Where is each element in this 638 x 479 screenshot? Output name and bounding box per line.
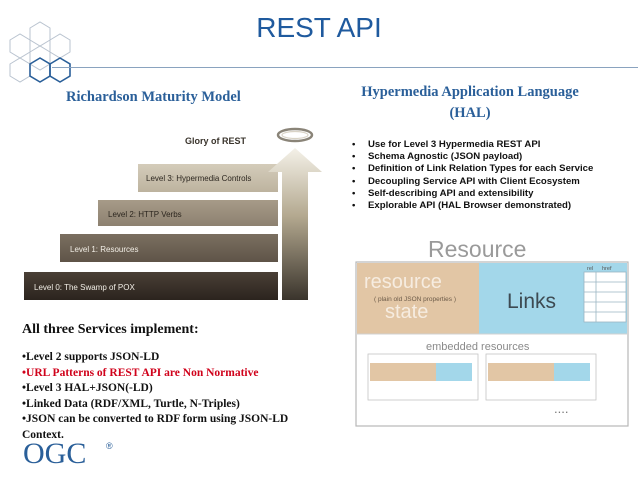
maturity-staircase: Level 0: The Swamp of POX Level 1: Resou… xyxy=(24,127,322,300)
hal-heading: Hypermedia Application Language (HAL) xyxy=(335,82,605,124)
step-level-3: Level 3: Hypermedia Controls xyxy=(138,164,278,192)
summary-line: •JSON can be converted to RDF form using… xyxy=(22,413,289,425)
resource-label: Resource xyxy=(428,236,526,262)
summary-panel: All three Services implement: •Level 2 s… xyxy=(22,322,332,443)
summary-heading: All three Services implement: xyxy=(22,322,199,337)
ogc-logo: OGC xyxy=(23,437,87,470)
list-item: Self-describing API and extensibility xyxy=(350,188,593,200)
list-item: Decoupling Service API with Client Ecosy… xyxy=(350,176,593,188)
summary-line: Context. xyxy=(22,428,64,441)
glory-label: Glory of REST xyxy=(185,136,247,146)
summary-line: •URL Patterns of REST API are Non Normat… xyxy=(22,366,259,379)
list-item: Schema Agnostic (JSON payload) xyxy=(350,151,593,163)
title-divider xyxy=(52,67,638,68)
summary-line: •Linked Data (RDF/XML, Turtle, N-Triples… xyxy=(22,397,240,410)
ellipsis: .... xyxy=(554,401,568,416)
level-2-label: Level 2: HTTP Verbs xyxy=(108,210,182,219)
embedded-resource-1 xyxy=(367,353,479,401)
href-label: href xyxy=(602,266,612,272)
links-label: Links xyxy=(507,290,556,313)
state-word1: resource xyxy=(364,271,442,293)
list-item: Use for Level 3 Hypermedia REST API xyxy=(350,139,593,151)
registered-mark: ® xyxy=(106,441,113,451)
list-item: Definition of Link Relation Types for ea… xyxy=(350,163,593,175)
step-level-1: Level 1: Resources xyxy=(60,234,278,262)
slide-title: REST API xyxy=(256,12,382,43)
level-1-label: Level 1: Resources xyxy=(70,245,138,254)
hal-resource-diagram: Resource resource state ( plain old JSON… xyxy=(355,236,629,427)
links-table xyxy=(583,271,627,323)
step-level-2: Level 2: HTTP Verbs xyxy=(98,200,278,226)
halo-ring xyxy=(276,127,314,143)
summary-lines: •Level 2 supports JSON-LD •URL Patterns o… xyxy=(22,350,332,443)
embedded-label: embedded resources xyxy=(426,341,530,353)
hexagon-decoration xyxy=(9,21,71,83)
hal-heading-line1: Hypermedia Application Language xyxy=(361,84,579,100)
summary-line: •Level 2 supports JSON-LD xyxy=(22,351,160,363)
level-3-label: Level 3: Hypermedia Controls xyxy=(146,174,251,183)
list-item: Explorable API (HAL Browser demonstrated… xyxy=(350,200,593,212)
up-arrow xyxy=(268,148,322,300)
hal-heading-line2: (HAL) xyxy=(449,105,491,121)
hal-bullet-list: Use for Level 3 Hypermedia REST API Sche… xyxy=(350,139,593,212)
level-0-label: Level 0: The Swamp of POX xyxy=(34,283,135,292)
state-note: ( plain old JSON properties ) xyxy=(374,296,456,303)
rel-label: rel xyxy=(587,266,593,272)
rmm-heading: Richardson Maturity Model xyxy=(66,89,241,105)
state-word2: state xyxy=(385,301,428,323)
summary-line: •Level 3 HAL+JSON(-LD) xyxy=(22,382,153,394)
resource-state-block xyxy=(357,263,479,334)
step-level-0: Level 0: The Swamp of POX xyxy=(24,272,278,300)
embedded-resource-2 xyxy=(485,353,597,401)
